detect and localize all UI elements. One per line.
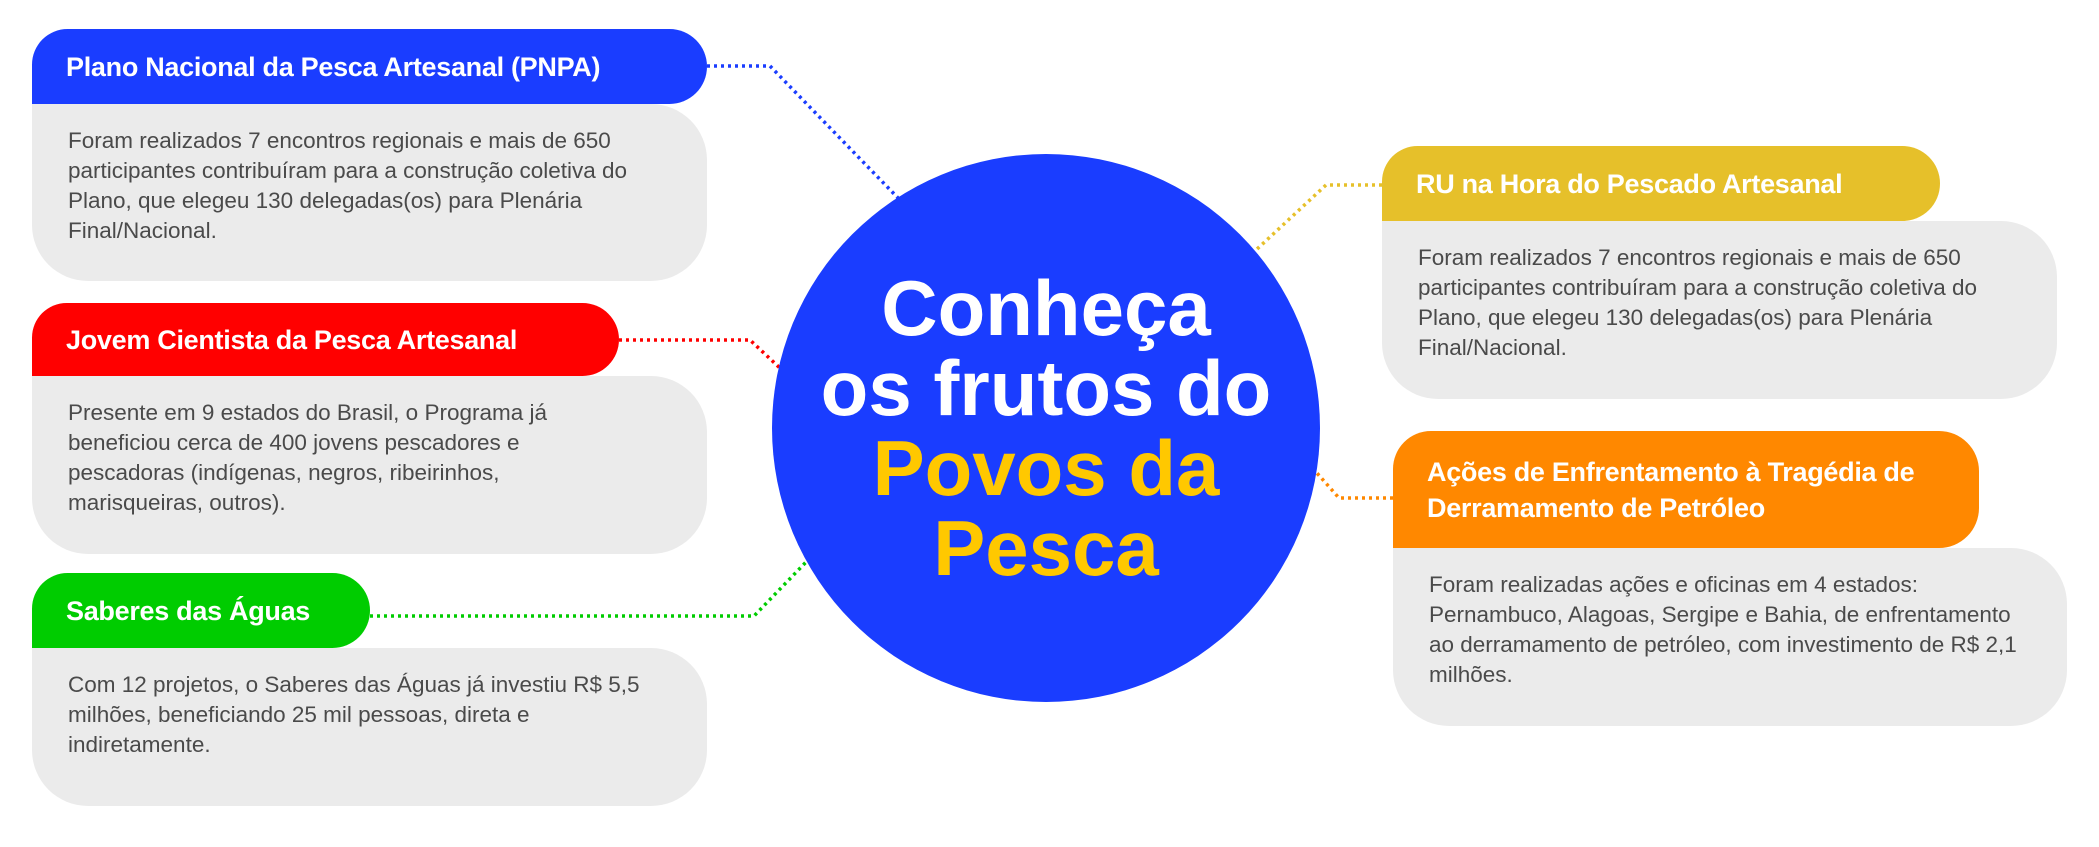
connector-jovem-cientista [619, 338, 784, 372]
card-body-acoes: Foram realizadas ações e oficinas em 4 e… [1393, 548, 2067, 726]
connector-acoes [1314, 470, 1393, 500]
card-header-saberes: Saberes das Águas [32, 573, 370, 648]
connector-saberes [370, 558, 810, 618]
card-header-pnpa: Plano Nacional da Pesca Artesanal (PNPA) [32, 29, 707, 104]
center-title-line4: Pesca [933, 504, 1159, 592]
card-body-ru: Foram realizados 7 encontros regionais e… [1382, 221, 2057, 399]
card-header-ru: RU na Hora do Pescado Artesanal [1382, 146, 1940, 221]
card-body-jovem-cientista: Presente em 9 estados do Brasil, o Progr… [32, 376, 707, 554]
card-body-saberes: Com 12 projetos, o Saberes das Águas já … [32, 648, 707, 806]
connector-ru [1254, 183, 1382, 252]
center-title-line3: Povos da [872, 424, 1220, 512]
center-title-line2: os frutos do [820, 344, 1272, 432]
card-header-acoes: Ações de Enfrentamento à Tragédia de Der… [1393, 431, 1979, 548]
center-title-circle: Conheça os frutos do Povos da Pesca [772, 154, 1320, 702]
center-title-line1: Conheça [881, 264, 1211, 352]
card-header-jovem-cientista: Jovem Cientista da Pesca Artesanal [32, 303, 619, 376]
connector-pnpa [707, 64, 902, 202]
card-body-pnpa: Foram realizados 7 encontros regionais e… [32, 104, 707, 281]
